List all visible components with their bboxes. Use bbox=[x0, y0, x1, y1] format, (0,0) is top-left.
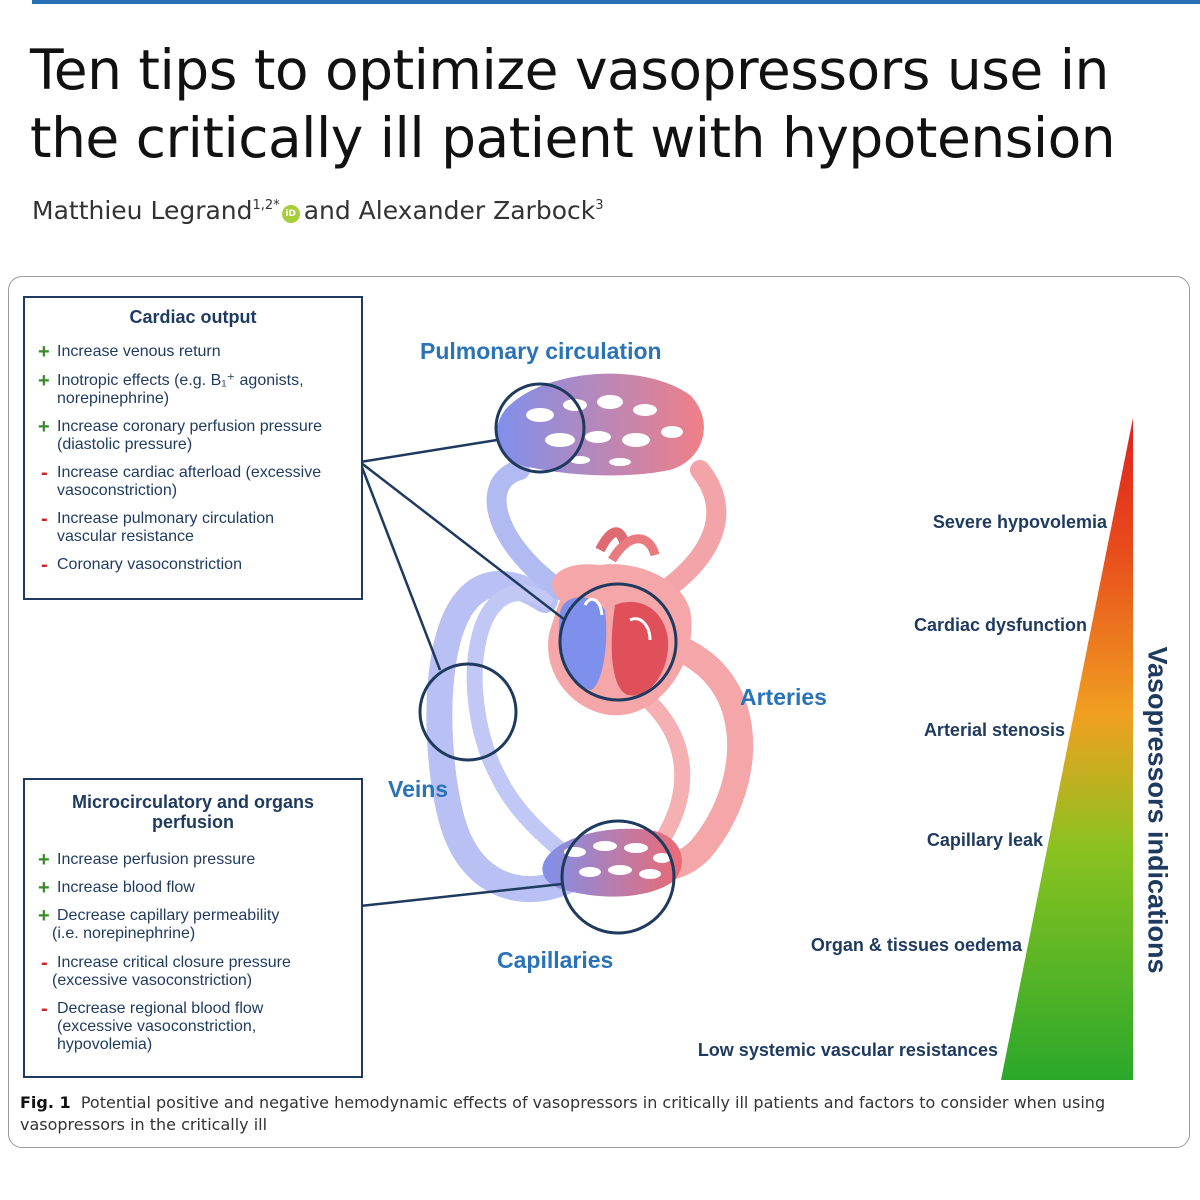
heart bbox=[548, 532, 691, 715]
item-text: Increase blood flow bbox=[57, 879, 195, 897]
item-text-cont: (excessive vasoconstriction, bbox=[57, 1018, 256, 1036]
item-text: Coronary vasoconstriction bbox=[57, 556, 242, 574]
item-text-cont: (excessive vasoconstriction) bbox=[52, 972, 252, 990]
label-veins: Veins bbox=[388, 776, 448, 803]
pulmonary-capillary-bed bbox=[497, 374, 704, 476]
item-text-cont: vascular resistance bbox=[57, 528, 194, 546]
label-pulmonary-circulation: Pulmonary circulation bbox=[420, 338, 662, 365]
item-sign: - bbox=[41, 1000, 48, 1018]
item-text-cont: (i.e. norepinephrine) bbox=[52, 925, 195, 943]
indication-label: Organ & tissues oedema bbox=[811, 935, 1022, 956]
item-sign: - bbox=[41, 510, 48, 528]
item-sign: - bbox=[41, 556, 48, 574]
microcirculation-title: Microcirculatory and organs bbox=[25, 792, 361, 812]
item-text-cont: (diastolic pressure) bbox=[57, 436, 192, 454]
indication-label: Cardiac dysfunction bbox=[914, 615, 1087, 636]
figure-caption: Fig. 1 Potential positive and negative h… bbox=[20, 1092, 1180, 1136]
indication-label: Low systemic vascular resistances bbox=[698, 1040, 998, 1061]
microcirculation-title-cont: perfusion bbox=[25, 812, 361, 832]
item-text: Increase cardiac afterload (excessive bbox=[57, 464, 321, 482]
item-text: Increase pulmonary circulation bbox=[57, 510, 274, 528]
item-sign: + bbox=[38, 907, 50, 925]
item-sign: + bbox=[38, 851, 50, 869]
item-text: Inotropic effects (e.g. B₁⁺ agonists, bbox=[57, 372, 304, 390]
item-text: Increase coronary perfusion pressure bbox=[57, 418, 322, 436]
item-sign: + bbox=[38, 343, 50, 361]
indications-axis-label: Vasopressors indications bbox=[1142, 620, 1173, 1000]
figure-label: Fig. 1 bbox=[20, 1093, 71, 1112]
item-text: Decrease capillary permeability bbox=[57, 907, 279, 925]
item-text: Decrease regional blood flow bbox=[57, 1000, 263, 1018]
indication-label: Severe hypovolemia bbox=[933, 512, 1107, 533]
item-text: Increase venous return bbox=[57, 343, 221, 361]
item-sign: - bbox=[41, 954, 48, 972]
label-arteries: Arteries bbox=[740, 684, 827, 711]
figure-caption-text: Potential positive and negative hemodyna… bbox=[20, 1093, 1105, 1134]
item-text-cont: hypovolemia) bbox=[57, 1036, 152, 1054]
item-sign: + bbox=[38, 879, 50, 897]
cardiac-output-title: Cardiac output bbox=[25, 307, 361, 327]
item-sign: + bbox=[38, 418, 50, 436]
item-text-cont: vasoconstriction) bbox=[57, 482, 177, 500]
item-text-cont: norepinephrine) bbox=[57, 390, 169, 408]
label-capillaries: Capillaries bbox=[497, 947, 613, 974]
item-text: Increase critical closure pressure bbox=[57, 954, 291, 972]
indication-label: Arterial stenosis bbox=[924, 720, 1065, 741]
item-sign: + bbox=[38, 372, 50, 390]
indication-label: Capillary leak bbox=[927, 830, 1043, 851]
item-text: Increase perfusion pressure bbox=[57, 851, 255, 869]
item-sign: - bbox=[41, 464, 48, 482]
